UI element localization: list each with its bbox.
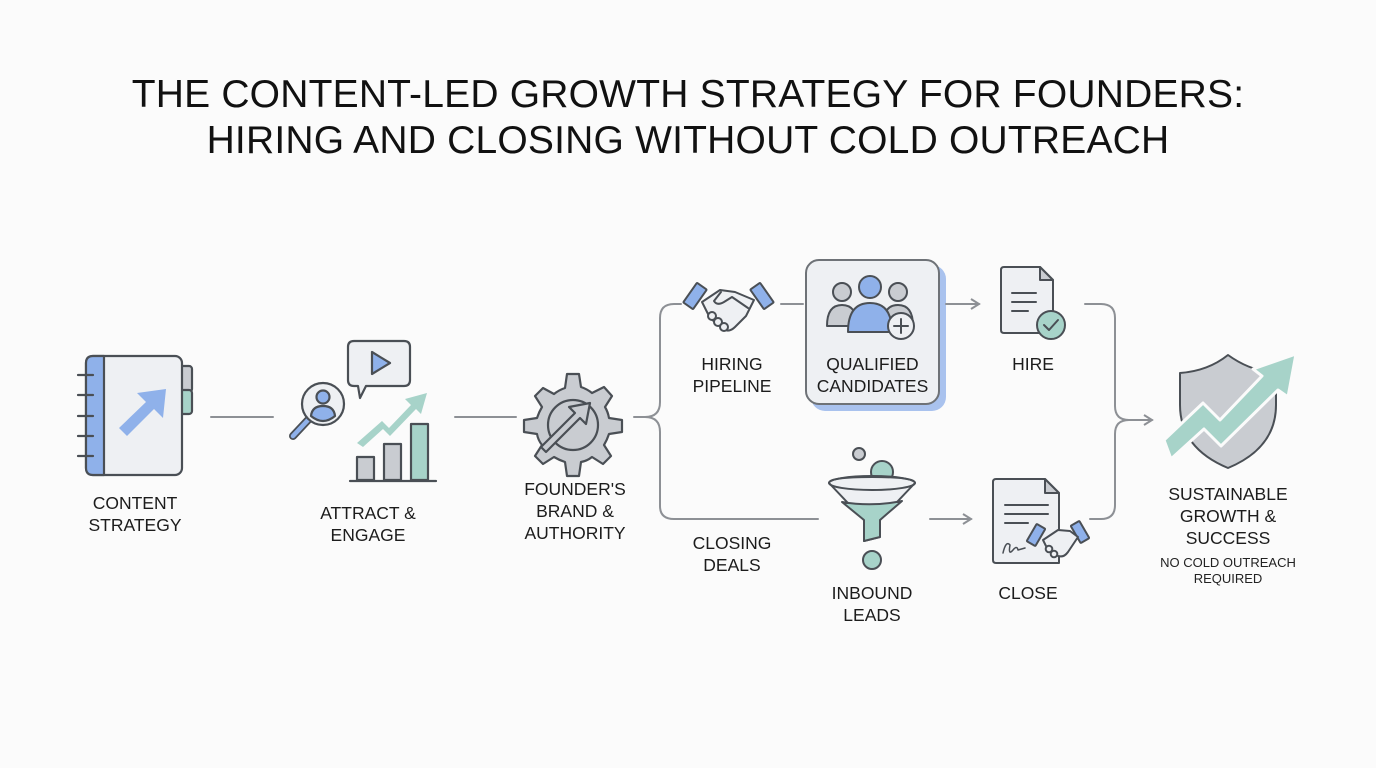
title-line-1: THE CONTENT-LED GROWTH STRATEGY FOR FOUN… (131, 73, 1245, 116)
label-line: SUCCESS (1185, 528, 1271, 548)
gear-arrow-icon (522, 372, 624, 478)
label-line: ATTRACT & (320, 503, 416, 523)
node-closing-deals: CLOSING DEALS (672, 532, 792, 576)
notebook-arrow-icon (76, 354, 194, 477)
label-line: GROWTH & (1179, 506, 1277, 526)
label-line: PIPELINE (692, 376, 772, 396)
document-check-icon (1000, 266, 1066, 340)
label-line: CANDIDATES (816, 376, 929, 396)
contract-handshake-icon (992, 478, 1090, 564)
connector-brand-to-hiring (633, 303, 682, 418)
connectors (210, 298, 1154, 525)
connector-brand-to-closing (644, 416, 819, 520)
node-attract-engage: ATTRACT & ENGAGE (293, 502, 443, 546)
node-hire: HIRE (983, 353, 1083, 375)
label-line: DEALS (703, 555, 761, 575)
node-inbound-leads: INBOUND LEADS (812, 582, 932, 626)
people-add-icon (826, 275, 915, 340)
title-line-2: HIRING AND CLOSING WITHOUT COLD OUTREACH (206, 119, 1170, 162)
diagram-title: THE CONTENT-LED GROWTH STRATEGY FOR FOUN… (0, 72, 1376, 164)
label-line: HIRING (701, 354, 763, 374)
label-line: AUTHORITY (524, 523, 626, 543)
node-hiring-pipeline: HIRING PIPELINE (672, 353, 792, 397)
label-line: ENGAGE (330, 525, 406, 545)
label-line: HIRE (1012, 354, 1054, 374)
connector-hire-to-growth (1084, 303, 1130, 421)
node-close: CLOSE (978, 582, 1078, 604)
label-line: INBOUND (831, 583, 913, 603)
no-cold-outreach-note: NO COLD OUTREACH REQUIRED (1138, 555, 1318, 587)
node-content-strategy: CONTENT STRATEGY (60, 492, 210, 536)
note-line: REQUIRED (1193, 571, 1263, 586)
node-qualified-candidates: QUALIFIED CANDIDATES (805, 353, 940, 397)
funnel-icon (828, 447, 916, 570)
node-sustainable-growth: SUSTAINABLE GROWTH & SUCCESS (1148, 483, 1308, 549)
label-line: SUSTAINABLE (1168, 484, 1288, 504)
label-line: STRATEGY (88, 515, 182, 535)
label-line: BRAND & (536, 501, 614, 521)
shield-growth-icon (1162, 352, 1298, 469)
label-line: QUALIFIED (826, 354, 919, 374)
search-video-growth-icon (289, 339, 438, 483)
label-line: CLOSE (998, 583, 1058, 603)
label-line: CONTENT (92, 493, 178, 513)
label-line: FOUNDER'S (524, 479, 626, 499)
handshake-icon (682, 282, 775, 332)
node-founders-brand: FOUNDER'S BRAND & AUTHORITY (500, 478, 650, 544)
note-line: NO COLD OUTREACH (1160, 555, 1296, 570)
connector-close-to-growth (1089, 419, 1130, 520)
label-line: LEADS (843, 605, 901, 625)
label-line: CLOSING (692, 533, 772, 553)
